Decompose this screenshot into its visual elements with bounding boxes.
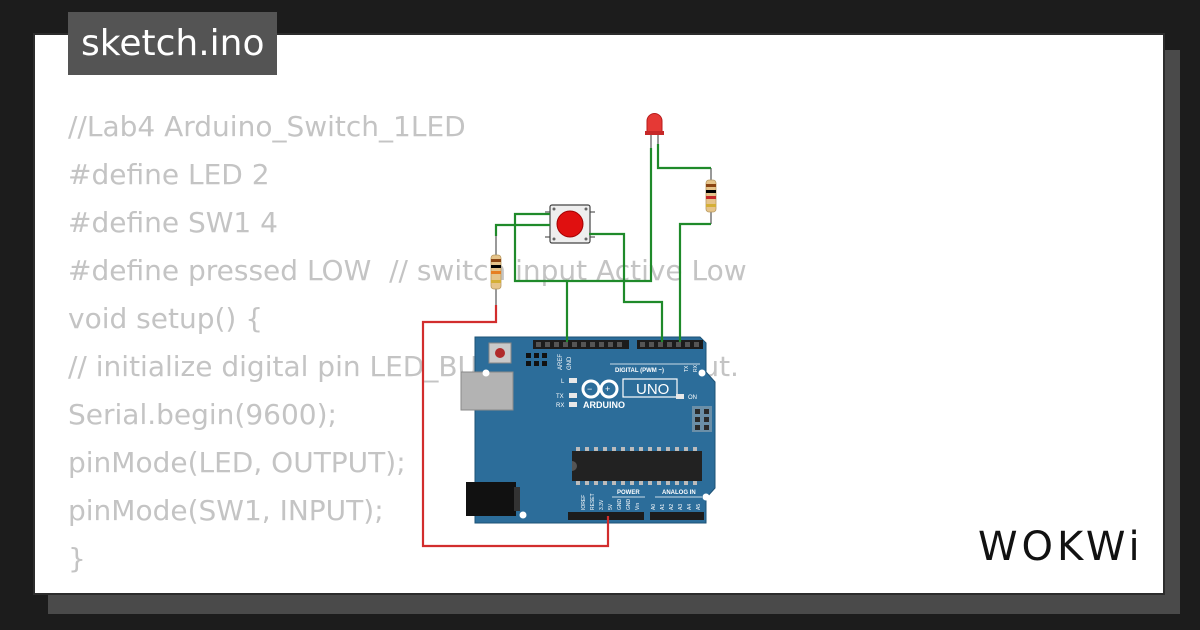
label-digital: DIGITAL (PWM ~) [615, 368, 664, 374]
label-a1: A1 [660, 504, 666, 510]
wire-5v [421, 305, 610, 548]
logo-minus: − [587, 384, 592, 394]
button-corner [584, 207, 588, 211]
label-gnd-top: GND [567, 356, 573, 370]
label-ioref: IOREF [581, 495, 587, 510]
mounting-holes [482, 369, 710, 519]
band [491, 280, 501, 283]
wire-button-gnd [513, 212, 567, 283]
logo-plus: + [605, 384, 610, 394]
code-line: void setup() { [68, 302, 264, 335]
led-rx [569, 402, 577, 407]
label-5v: 5V [608, 503, 614, 510]
label-gnd-2: GND [626, 499, 632, 511]
code-line: } [68, 542, 86, 575]
label-aref: AREF [558, 354, 564, 370]
led-l [569, 378, 577, 383]
led-tx [569, 393, 577, 398]
uno-box [622, 378, 678, 398]
arduino-logo-icon [581, 379, 619, 399]
label-analog: ANALOG IN [662, 490, 696, 496]
code-line: #define pressed LOW // switch input Acti… [68, 254, 747, 287]
wire-resistor-pin2 [678, 222, 711, 342]
label-tx: TX [556, 394, 564, 400]
label-a4: A4 [687, 504, 693, 510]
label-tx-pin: TX [684, 365, 690, 372]
wire-led-cathode [656, 144, 711, 170]
label-rx: RX [556, 403, 564, 409]
usb-port [460, 371, 514, 411]
power-header [568, 512, 704, 520]
wokwi-logo[interactable]: WOKWi [978, 524, 1144, 570]
code-line: #define SW1 4 [68, 206, 278, 239]
button-corner [552, 237, 556, 241]
resistor-pullup[interactable] [490, 236, 502, 305]
wire-pullup [494, 223, 550, 236]
code-line: //Lab4 Arduino_Switch_1LED [68, 110, 466, 143]
atmega-chip [572, 447, 702, 485]
label-reset: RESET [590, 493, 596, 510]
band [706, 190, 716, 193]
label-l: L [561, 379, 565, 385]
label-a2: A2 [669, 504, 675, 510]
label-a0: A0 [651, 504, 657, 510]
label-a3: A3 [678, 504, 684, 510]
code-line: #define LED 2 [68, 158, 270, 191]
wire-led-anode [565, 148, 653, 342]
code-line: pinMode(LED, OUTPUT); [68, 446, 406, 479]
label-a5: A5 [696, 504, 702, 510]
led-on [676, 394, 684, 399]
uno-model: UNO [636, 381, 669, 398]
arduino-brand: ARDUINO [583, 400, 625, 410]
band [706, 196, 716, 199]
band [491, 271, 501, 274]
digital-header [533, 340, 703, 349]
wires [421, 144, 711, 548]
led-body [646, 113, 663, 134]
arduino-uno-board[interactable]: AREF GND DIGITAL (PWM ~) TX RX L TX RX −… [460, 336, 716, 524]
icsp-header [526, 353, 547, 366]
label-vin: Vin [635, 503, 641, 510]
button-corner [584, 237, 588, 241]
band [706, 184, 716, 187]
resistor-led[interactable] [705, 168, 717, 224]
band [491, 259, 501, 262]
reset-button-cap [495, 348, 505, 358]
wire-button-pin4 [589, 232, 664, 342]
code-line: Serial.begin(9600); [68, 398, 337, 431]
file-title[interactable]: sketch.ino [68, 12, 278, 75]
power-jack [466, 482, 516, 516]
power-jack-rim [514, 487, 520, 511]
icsp-header-right [692, 406, 712, 432]
push-button[interactable] [545, 204, 595, 244]
label-on: ON [688, 395, 697, 401]
code-line: pinMode(SW1, INPUT); [68, 494, 384, 527]
button-cap [556, 210, 584, 238]
label-rx-pin: RX [693, 364, 699, 372]
button-corner [552, 207, 556, 211]
label-3v3: 3.3V [599, 499, 605, 510]
led-rim [645, 131, 664, 135]
band [706, 204, 716, 207]
label-gnd-1: GND [617, 499, 623, 511]
band [491, 265, 501, 268]
label-power: POWER [617, 490, 640, 496]
red-led[interactable] [645, 113, 664, 148]
